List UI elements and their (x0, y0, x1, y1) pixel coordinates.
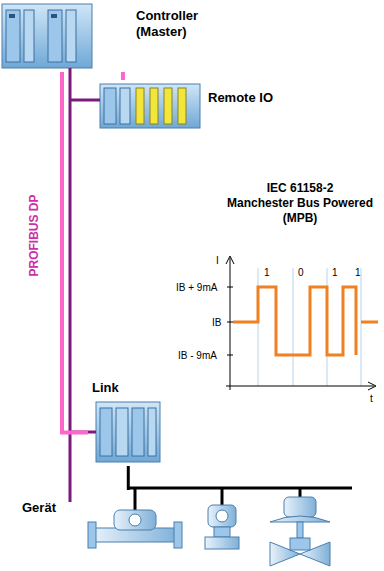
bus-connector (128, 466, 129, 490)
level-label: IB + 9mA (176, 281, 217, 294)
flowmeter (88, 510, 182, 548)
bit-value: 0 (298, 266, 304, 279)
field-bus (128, 488, 352, 510)
bus-connector (122, 72, 123, 80)
bus-line (127, 466, 130, 490)
chart-title: Manchester Bus Powered (MPB) (225, 196, 375, 226)
bit-value: 1 (355, 266, 361, 279)
profibus-conductor (70, 68, 100, 502)
bus-line (121, 72, 125, 80)
link-rack (96, 402, 160, 462)
bus-line (62, 72, 88, 433)
remote-io-node: Remote IO (96, 80, 300, 132)
signal-chart (226, 256, 378, 390)
link-node: Link (88, 378, 164, 466)
level-label: IB - 9mA (178, 349, 217, 362)
controller-node: Controller (Master) (0, 0, 232, 72)
level-label: IB (212, 316, 221, 329)
axis-label: I (216, 254, 219, 267)
pressure-transmitter (205, 505, 239, 549)
node-label: Remote IO (208, 90, 273, 106)
bit-value: 1 (332, 266, 338, 279)
node-label: Link (92, 380, 119, 396)
chart-title: IEC 61158-2 (267, 181, 334, 196)
node-label: Controller (Master) (136, 8, 228, 40)
controller-rack (2, 4, 92, 68)
bus-name: PROFIBUS DP (27, 194, 42, 276)
bus-connector (62, 72, 88, 433)
remote-io-rack (100, 84, 200, 128)
bit-value: 1 (264, 266, 270, 279)
control-valve (270, 497, 330, 566)
axis-label: t (370, 392, 373, 405)
device-group-node: Gerät (16, 490, 348, 569)
node-label: Gerät (22, 500, 56, 516)
